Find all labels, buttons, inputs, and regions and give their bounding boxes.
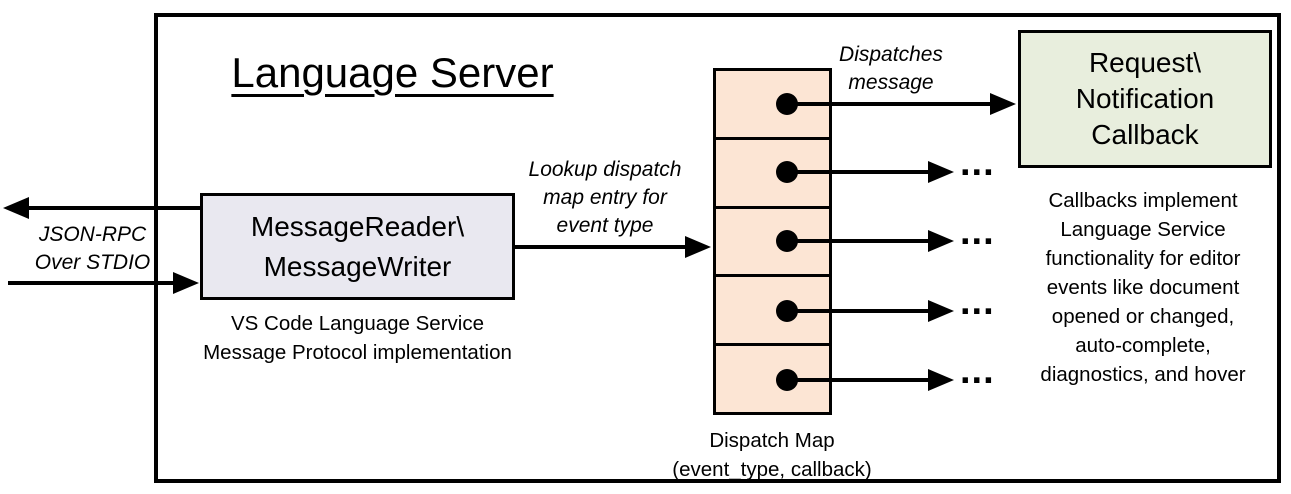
request-notification-callback-box: Request\ Notification Callback bbox=[1018, 30, 1272, 168]
dispatch-map-cell bbox=[716, 139, 829, 209]
dispatch-map-cell bbox=[716, 71, 829, 140]
ellipsis-text: ... bbox=[960, 211, 995, 253]
ellipsis-text: ... bbox=[960, 350, 995, 392]
diagram-title: Language Server bbox=[231, 49, 554, 96]
lookup-dispatch-label: Lookup dispatch map entry for event type bbox=[528, 158, 682, 237]
dispatch-map-caption: Dispatch Map (event_type, callback) bbox=[672, 429, 872, 481]
message-reader-writer-label: MessageReader\ MessageWriter bbox=[250, 210, 465, 282]
request-notification-callback-label: Request\ Notification Callback bbox=[1075, 47, 1215, 150]
reader-box-caption: VS Code Language Service Message Protoco… bbox=[203, 312, 512, 364]
dispatch-map-cell bbox=[716, 346, 829, 412]
dispatches-message-label: Dispatches message bbox=[839, 43, 943, 94]
json-rpc-over-stdio-label: JSON-RPC Over STDIO bbox=[34, 223, 151, 274]
language-server-container bbox=[154, 13, 1281, 483]
callbacks-description: Callbacks implement Language Service fun… bbox=[1040, 189, 1246, 386]
dispatch-map-cell bbox=[716, 277, 829, 347]
ellipsis-text: ... bbox=[960, 142, 995, 184]
dispatch-map-cell bbox=[716, 208, 829, 278]
ellipsis-text: ... bbox=[960, 281, 995, 323]
dispatch-map bbox=[713, 68, 832, 415]
message-reader-writer-box: MessageReader\ MessageWriter bbox=[200, 193, 515, 300]
